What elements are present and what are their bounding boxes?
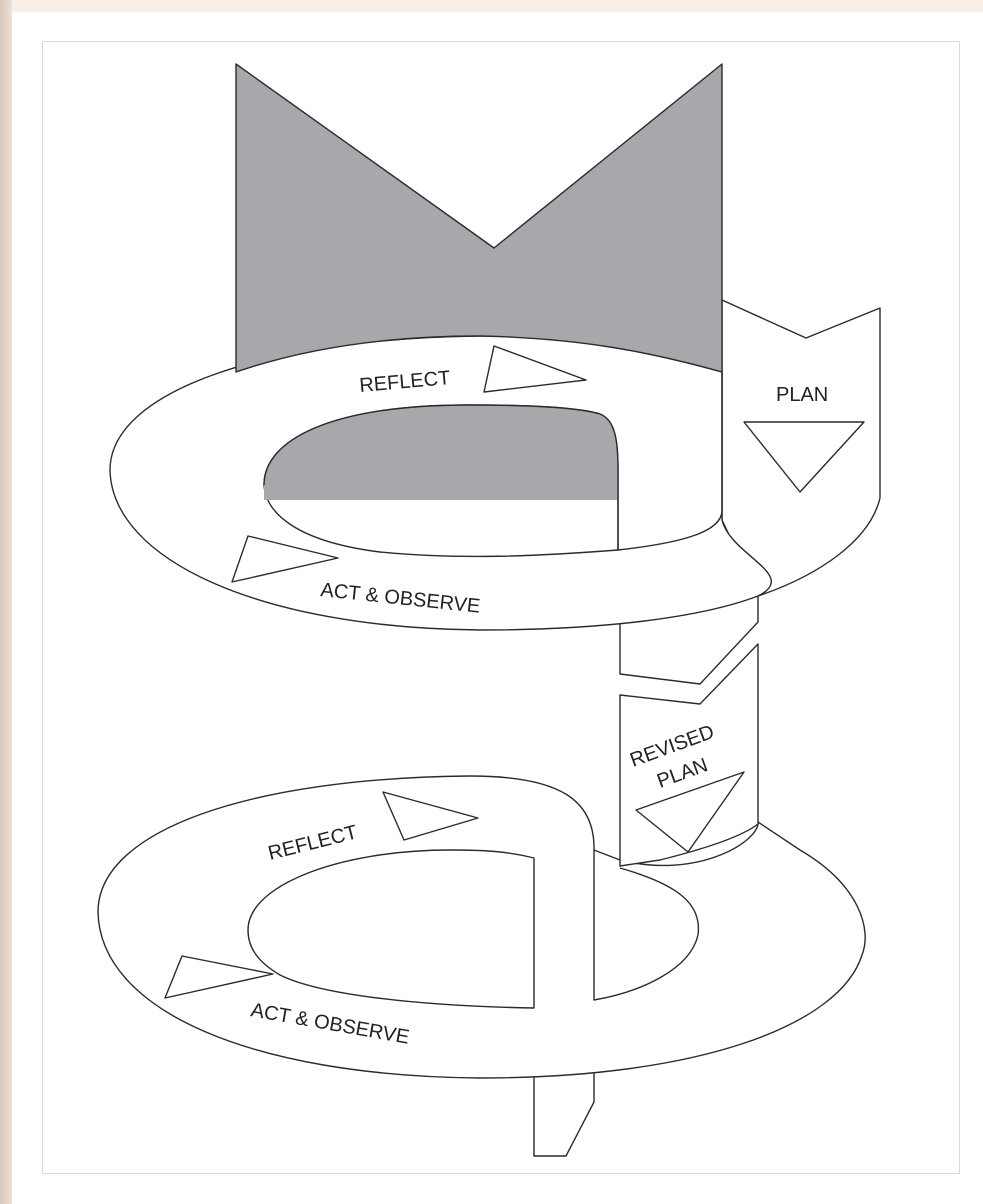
cycle2-inner-channel	[593, 850, 700, 1001]
plan-label: PLAN	[776, 384, 828, 406]
cycle1-inner-shade	[264, 405, 618, 500]
cycle1-inner-channel	[617, 372, 723, 551]
plan-arrow-icon	[743, 421, 865, 493]
cycle2-ring	[97, 775, 866, 1079]
cycle1-inner-hole-edge	[263, 404, 619, 550]
page-edge-shadow	[0, 0, 12, 1204]
cycle2-act-arrow-icon	[164, 955, 274, 999]
revised-plan-arrow-icon	[635, 771, 745, 853]
cycle1-act-arrow-icon	[231, 535, 339, 583]
cycle1-reflect-arrow-icon	[483, 345, 587, 393]
cycle2-reflect-arrow-icon	[382, 791, 479, 841]
figure-border	[42, 41, 960, 1174]
cycle1-crown-shape	[235, 63, 723, 373]
